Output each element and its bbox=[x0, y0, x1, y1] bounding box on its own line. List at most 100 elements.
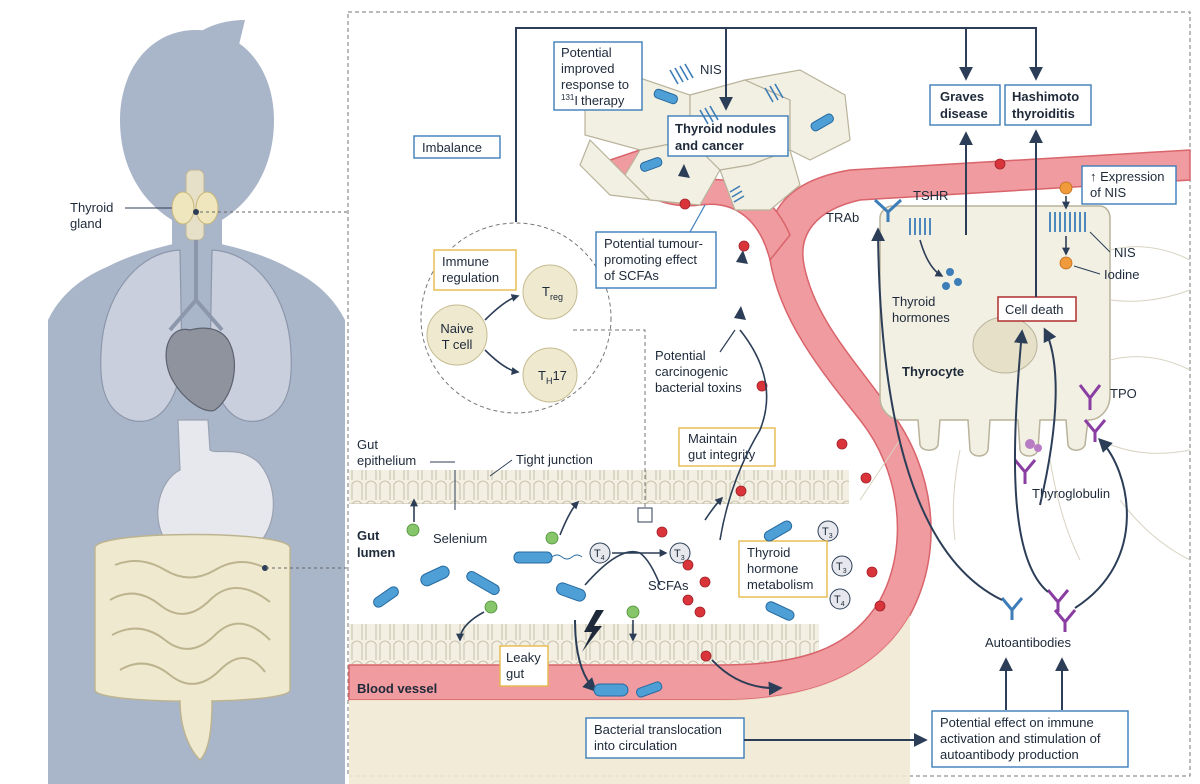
gut-epithelium-top bbox=[349, 470, 849, 505]
hashimoto-box bbox=[1004, 84, 1092, 126]
potential-tumour-box bbox=[595, 231, 717, 289]
hashimoto-line2: thyroiditis bbox=[1012, 106, 1075, 121]
cell-death-box bbox=[997, 296, 1077, 322]
bacterium-icon bbox=[763, 520, 793, 542]
iodine-dot-top bbox=[1059, 181, 1073, 195]
naive-t-cell: Naive T cell bbox=[426, 304, 488, 366]
gut-epithelium-line2: epithelium bbox=[357, 453, 416, 468]
intestines-organ bbox=[94, 533, 291, 761]
translocation-line1: Bacterial translocation bbox=[594, 722, 722, 737]
selenium-dot bbox=[406, 523, 420, 537]
arrow-selenium3-down bbox=[456, 611, 485, 642]
scfa-dot bbox=[626, 605, 640, 619]
t3-hormone-right-1: T3 bbox=[817, 520, 839, 542]
arrow-autoantibody-to-trab bbox=[871, 227, 1003, 601]
gut-integrity-line1: Maintain bbox=[688, 431, 737, 446]
nodules-line2: and cancer bbox=[675, 138, 744, 153]
svg-text:Naive: Naive bbox=[440, 321, 473, 336]
gut-integrity-line2: gut integrity bbox=[688, 447, 756, 462]
tpo-label: TPO bbox=[1110, 386, 1137, 401]
treg-cell: Treg bbox=[522, 264, 578, 320]
nis-membrane-icon bbox=[1049, 212, 1086, 232]
bacterial-translocation-box bbox=[585, 717, 745, 759]
expression-nis-line2: of NIS bbox=[1090, 185, 1126, 200]
tshr-receptor-icon bbox=[909, 218, 931, 235]
bacteria-group bbox=[373, 88, 834, 698]
hashimoto-line1: Hashimoto bbox=[1012, 89, 1079, 104]
arrow-scfa-up-curve bbox=[719, 329, 768, 541]
improved-line3: response to bbox=[561, 77, 629, 92]
arrow-autoantibody-to-tpo bbox=[1074, 438, 1128, 609]
potential-improved-box bbox=[553, 41, 643, 111]
leaky-gut-line1: Leaky bbox=[506, 650, 541, 665]
effect-line3: autoantibody production bbox=[940, 747, 1079, 762]
gut-lumen-line2: lumen bbox=[357, 545, 395, 560]
thyroid-label-line1: Thyroid bbox=[70, 200, 113, 215]
translocation-line2: into circulation bbox=[594, 738, 677, 753]
bacterium-icon bbox=[636, 681, 663, 698]
carcinogenic-line1: Potential bbox=[655, 348, 706, 363]
thyroid-label-line2: gland bbox=[70, 216, 102, 231]
zoom-origin-marker bbox=[637, 507, 653, 523]
effect-line1: Potential effect on immune bbox=[940, 715, 1094, 730]
autoantibodies-icon bbox=[1000, 589, 1077, 632]
tumour-line3: of SCFAs bbox=[604, 268, 659, 283]
arrow-tshr-to-hormones bbox=[919, 239, 944, 277]
gut-lumen-line1: Gut bbox=[357, 528, 380, 543]
t4-hormone-right: T4 bbox=[829, 588, 851, 610]
thyroglobulin-label: Thyroglobulin bbox=[1032, 486, 1110, 501]
bacterium-icon bbox=[639, 157, 663, 172]
expression-nis-box bbox=[1081, 165, 1177, 205]
bacterium-icon bbox=[513, 551, 553, 564]
carcinogenic-line2: carcinogenic bbox=[655, 364, 728, 379]
bacterium-icon bbox=[593, 683, 629, 697]
scfas-label: SCFAs bbox=[648, 578, 689, 593]
svg-text:T4: T4 bbox=[834, 594, 845, 608]
maintain-gut-integrity-box bbox=[678, 427, 776, 467]
svg-text:TH17: TH17 bbox=[538, 368, 567, 386]
bacterium-icon bbox=[765, 601, 795, 621]
tumour-line2: promoting effect bbox=[604, 252, 697, 267]
scfa-red-cluster bbox=[656, 526, 712, 662]
tight-junction-pointer bbox=[489, 459, 513, 477]
arrow-scfa-to-vessel bbox=[711, 659, 783, 696]
improved-line1: Potential bbox=[561, 45, 612, 60]
iodine-dot-inside bbox=[1059, 256, 1073, 270]
leaky-gut-line2: gut bbox=[506, 666, 524, 681]
thyroid-hormones-dots bbox=[942, 268, 962, 290]
selenium-dot-2 bbox=[545, 531, 559, 545]
iodine-label: Iodine bbox=[1104, 267, 1139, 282]
tumour-pointer bbox=[689, 204, 706, 233]
blood-vessel-label: Blood vessel bbox=[357, 681, 437, 696]
submucosa-tissue bbox=[349, 615, 910, 784]
improved-line2: improved bbox=[561, 61, 614, 76]
metabolism-line3: metabolism bbox=[747, 577, 813, 592]
vessel-red-cells bbox=[679, 158, 1006, 612]
thyroid-hormones-line1: Thyroid bbox=[892, 294, 935, 309]
thyrocyte-label: Thyrocyte bbox=[902, 364, 964, 379]
graves-disease-box bbox=[929, 84, 1001, 126]
bacterium-icon bbox=[420, 565, 450, 587]
metabolism-line2: hormone bbox=[747, 561, 798, 576]
arrow-imbalance-to-hashimoto bbox=[515, 27, 1043, 222]
nis-receptor-icon bbox=[669, 63, 694, 85]
gut-epithelium-line1: Gut bbox=[357, 437, 378, 452]
imbalance-label: Imbalance bbox=[422, 140, 482, 155]
thyroglobulin-icon bbox=[1013, 439, 1042, 484]
nis-top-label: NIS bbox=[700, 62, 722, 77]
heart-organ bbox=[165, 327, 235, 412]
lightning-bolt-icon bbox=[582, 610, 604, 652]
bacterium-icon bbox=[653, 88, 679, 105]
thyroid-hormone-metabolism-box bbox=[738, 540, 828, 598]
th17-cell: TH17 bbox=[522, 347, 578, 403]
thyroid-nodules-box bbox=[667, 115, 789, 157]
gut-epithelium-bottom bbox=[349, 624, 819, 666]
nis-pointer bbox=[1089, 231, 1111, 253]
arrow-bacteria-translocation bbox=[574, 619, 597, 692]
t4-hormone: T4 bbox=[589, 542, 611, 564]
thyrocyte-cell bbox=[879, 205, 1111, 457]
trab-label: TRAb bbox=[826, 210, 859, 225]
follicle-nis-icons bbox=[699, 83, 784, 203]
carcinogenic-line3: bacterial toxins bbox=[655, 380, 742, 395]
svg-text:T3: T3 bbox=[674, 548, 685, 562]
